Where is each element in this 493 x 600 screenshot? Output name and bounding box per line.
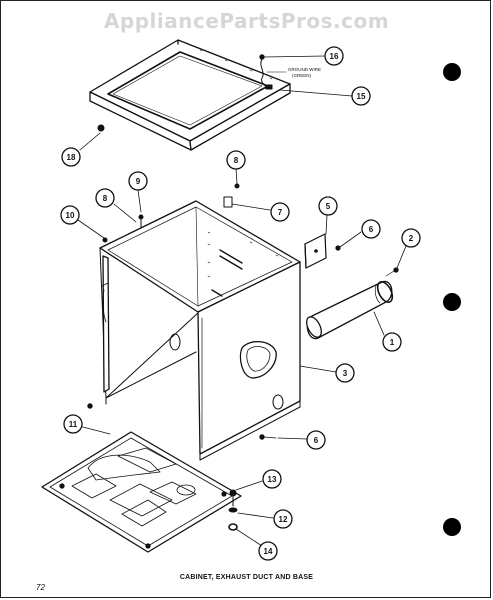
callout-circle [95, 188, 115, 208]
callout-label: 9 [136, 177, 141, 186]
binder-hole [443, 518, 461, 536]
callout-label: 2 [409, 234, 414, 243]
callout-circle [335, 363, 355, 383]
callout-10: 10 [60, 205, 80, 225]
callout-label: 1 [390, 338, 395, 347]
callout-label: 3 [343, 369, 348, 378]
callout-label: 15 [357, 92, 366, 101]
screw-18 [79, 124, 105, 151]
page-number: 72 [36, 583, 45, 592]
callout-label: 5 [326, 202, 331, 211]
callout-circle [60, 205, 80, 225]
callout-circle [258, 541, 278, 561]
callout-label: 14 [264, 547, 273, 556]
bracket-5 [304, 233, 341, 269]
callout-12: 12 [273, 509, 293, 529]
leader-lines [77, 55, 407, 547]
watermark: AppliancePartsPros.com [103, 9, 390, 33]
ground-wire [259, 54, 287, 90]
callout-8a: 8 [226, 150, 246, 170]
interior-holes [207, 231, 279, 278]
callout-circle [61, 147, 81, 167]
diagram-caption: CABINET, EXHAUST DUCT AND BASE [179, 574, 314, 581]
binder-hole [443, 293, 461, 311]
ground-wire-note-line2: (GREEN) [292, 73, 312, 78]
binder-hole [443, 63, 461, 81]
ground-wire-note-line1: GROUND WIRE [288, 67, 321, 72]
callout-7: 7 [270, 202, 290, 222]
callout-label: 6 [314, 436, 319, 445]
callout-14: 14 [258, 541, 278, 561]
callout-circle [306, 430, 326, 450]
callout-circle [318, 196, 338, 216]
callout-label: 10 [66, 211, 75, 220]
callout-6b: 6 [306, 430, 326, 450]
callout-15: 15 [351, 86, 371, 106]
top-edge-holes [199, 49, 273, 80]
callout-circle [270, 202, 290, 222]
callout-8b: 8 [95, 188, 115, 208]
callout-label: 18 [67, 153, 76, 162]
binder-holes [443, 63, 461, 536]
callout-label: 7 [278, 208, 283, 217]
callout-11: 11 [63, 414, 83, 434]
callout-2: 2 [401, 228, 421, 248]
callout-circle [226, 150, 246, 170]
callout-6a: 6 [361, 219, 381, 239]
cabinet-hardware [87, 183, 277, 440]
callout-9: 9 [128, 171, 148, 191]
callout-5: 5 [318, 196, 338, 216]
callout-circle [273, 509, 293, 529]
callout-circle [63, 414, 83, 434]
cabinet [99, 200, 301, 461]
callout-label: 13 [268, 475, 277, 484]
callout-circle [324, 46, 344, 66]
callout-label: 8 [234, 156, 239, 165]
base-pan [41, 431, 242, 553]
callout-circle [128, 171, 148, 191]
callout-circle [361, 219, 381, 239]
callout-label: 16 [330, 52, 339, 61]
callout-18: 18 [61, 147, 81, 167]
callout-circle [401, 228, 421, 248]
callout-label: 11 [69, 420, 78, 429]
leveling-leg [228, 489, 238, 531]
callout-circle [351, 86, 371, 106]
callout-circle [262, 469, 282, 489]
callout-13: 13 [262, 469, 282, 489]
callout-circle [382, 332, 402, 352]
callout-label: 12 [279, 515, 288, 524]
callout-label: 6 [369, 225, 374, 234]
interior-louvers [211, 249, 243, 297]
exhaust-duct [306, 267, 399, 340]
callout-label: 8 [103, 194, 108, 203]
callout-1: 1 [382, 332, 402, 352]
callout-3: 3 [335, 363, 355, 383]
callout-16: 16 [324, 46, 344, 66]
